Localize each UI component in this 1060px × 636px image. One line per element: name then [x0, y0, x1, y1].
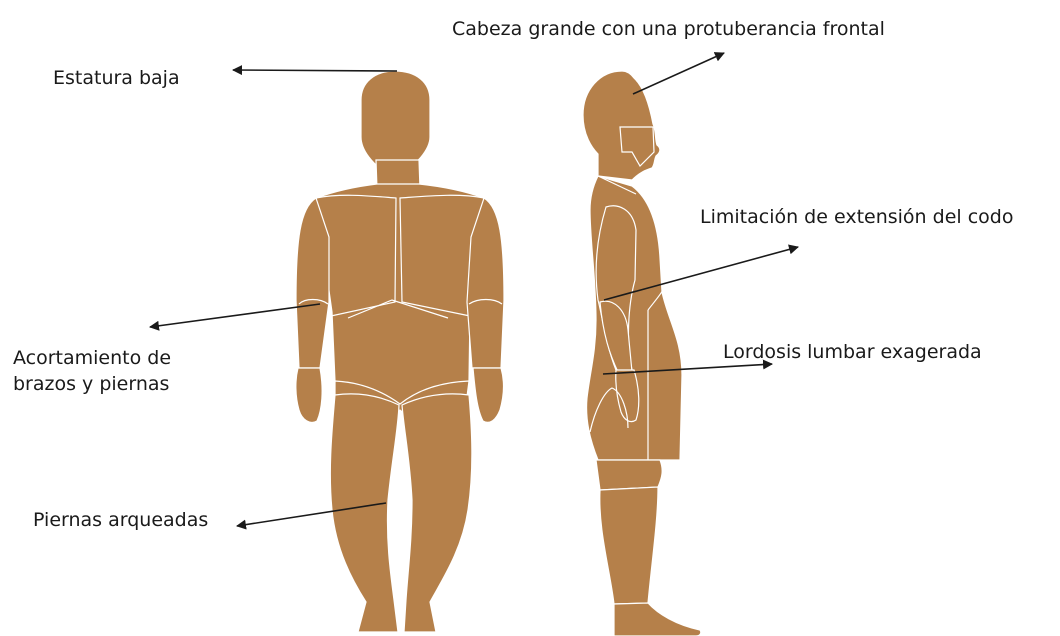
front-left-hand: [295, 367, 323, 423]
front-left-leg: [329, 393, 400, 633]
arrow-lordosis: [602, 359, 773, 375]
label-arms-line2: brazos y piernas: [13, 373, 170, 395]
annotation-arrows: [149, 52, 799, 530]
arrow-legs: [236, 502, 387, 530]
side-foot: [613, 602, 702, 636]
label-lordosis: Lordosis lumbar exagerada: [723, 341, 982, 363]
arrow-arms: [149, 303, 321, 331]
side-head: [582, 70, 661, 181]
label-head: Cabeza grande con una protuberancia fron…: [452, 18, 885, 40]
arrow-stature: [232, 65, 398, 76]
front-right-arm: [466, 197, 505, 369]
front-right-hand: [472, 367, 505, 423]
front-left-arm: [295, 197, 330, 369]
arrow-elbow: [603, 244, 799, 301]
label-legs: Piernas arqueadas: [33, 509, 209, 531]
label-arms: Acortamiento de brazos y piernas: [13, 345, 223, 397]
arrow-head: [632, 52, 725, 95]
label-arms-line1: Acortamiento de: [13, 347, 172, 369]
label-elbow: Limitación de extensión del codo: [700, 206, 1014, 228]
front-right-leg: [401, 393, 473, 633]
side-upper-leg: [595, 459, 663, 491]
side-figure: [582, 70, 702, 636]
label-stature: Estatura baja: [53, 67, 180, 89]
front-figure: [295, 70, 505, 633]
side-lower-leg: [599, 486, 659, 605]
side-hand: [615, 369, 640, 423]
